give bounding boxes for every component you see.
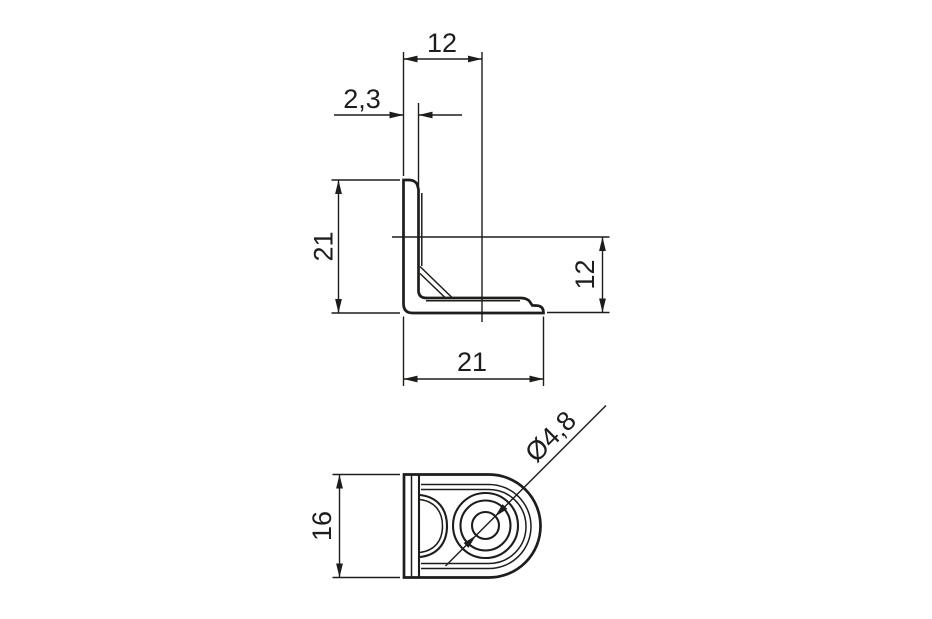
hole-circle bbox=[470, 510, 501, 541]
counterbore-outer-circle bbox=[451, 491, 520, 560]
dimension-vertical-leg-height: 21 bbox=[309, 179, 400, 314]
dimension-horizontal-leg-length: 21 bbox=[402, 316, 545, 386]
arrowhead-top bbox=[335, 180, 342, 194]
dimension-hole-diameter: Ø4,8 bbox=[445, 405, 607, 567]
inner-contour-outer bbox=[421, 483, 532, 570]
gusset-rib-outer-edge bbox=[419, 265, 454, 299]
arrowhead-left bbox=[403, 55, 418, 63]
bottom-outline bbox=[402, 473, 542, 579]
dimension-text-top-hole-offset: 12 bbox=[427, 28, 457, 58]
arrowhead-right bbox=[468, 55, 482, 63]
rib-outer-curve bbox=[419, 493, 449, 559]
dimension-side-hole-offset: 12 bbox=[392, 236, 610, 314]
dimension-text-hole-diameter: Ø4,8 bbox=[519, 405, 582, 468]
dimension-text-wall-thickness: 2,3 bbox=[343, 84, 381, 114]
inner-contour-inner bbox=[421, 488, 527, 565]
profile-view: 12 2,3 21 12 bbox=[309, 28, 610, 386]
dimension-text-bracket-width: 16 bbox=[307, 511, 337, 541]
arrowhead-bottom bbox=[599, 298, 606, 313]
dimension-text-side-hole-offset: 12 bbox=[570, 259, 600, 289]
dimension-wall-thickness: 2,3 bbox=[334, 84, 462, 188]
arrowhead-right bbox=[418, 111, 433, 119]
dimension-text-vertical-leg-height: 21 bbox=[309, 231, 339, 261]
profile-outline bbox=[402, 178, 545, 315]
arrowhead-lower bbox=[463, 535, 476, 548]
arrowhead-top bbox=[599, 237, 606, 251]
counterbore-inner-circle bbox=[459, 499, 512, 552]
arrowhead-upper bbox=[495, 504, 508, 517]
arrowhead-left bbox=[389, 111, 404, 119]
dimension-text-horizontal-leg-length: 21 bbox=[457, 347, 487, 377]
bottom-view: 16 Ø4,8 bbox=[307, 405, 607, 579]
arrowhead-left bbox=[403, 375, 418, 383]
dimension-top-hole-offset: 12 bbox=[402, 28, 483, 322]
arrowhead-top bbox=[336, 474, 343, 489]
rib-inner-curve bbox=[419, 498, 444, 554]
arrowhead-right bbox=[529, 375, 544, 383]
arrowhead-bottom bbox=[336, 563, 343, 578]
gusset-rib-inner-edge bbox=[419, 272, 447, 299]
arrowhead-bottom bbox=[335, 299, 342, 313]
dimension-bracket-width: 16 bbox=[307, 473, 400, 579]
